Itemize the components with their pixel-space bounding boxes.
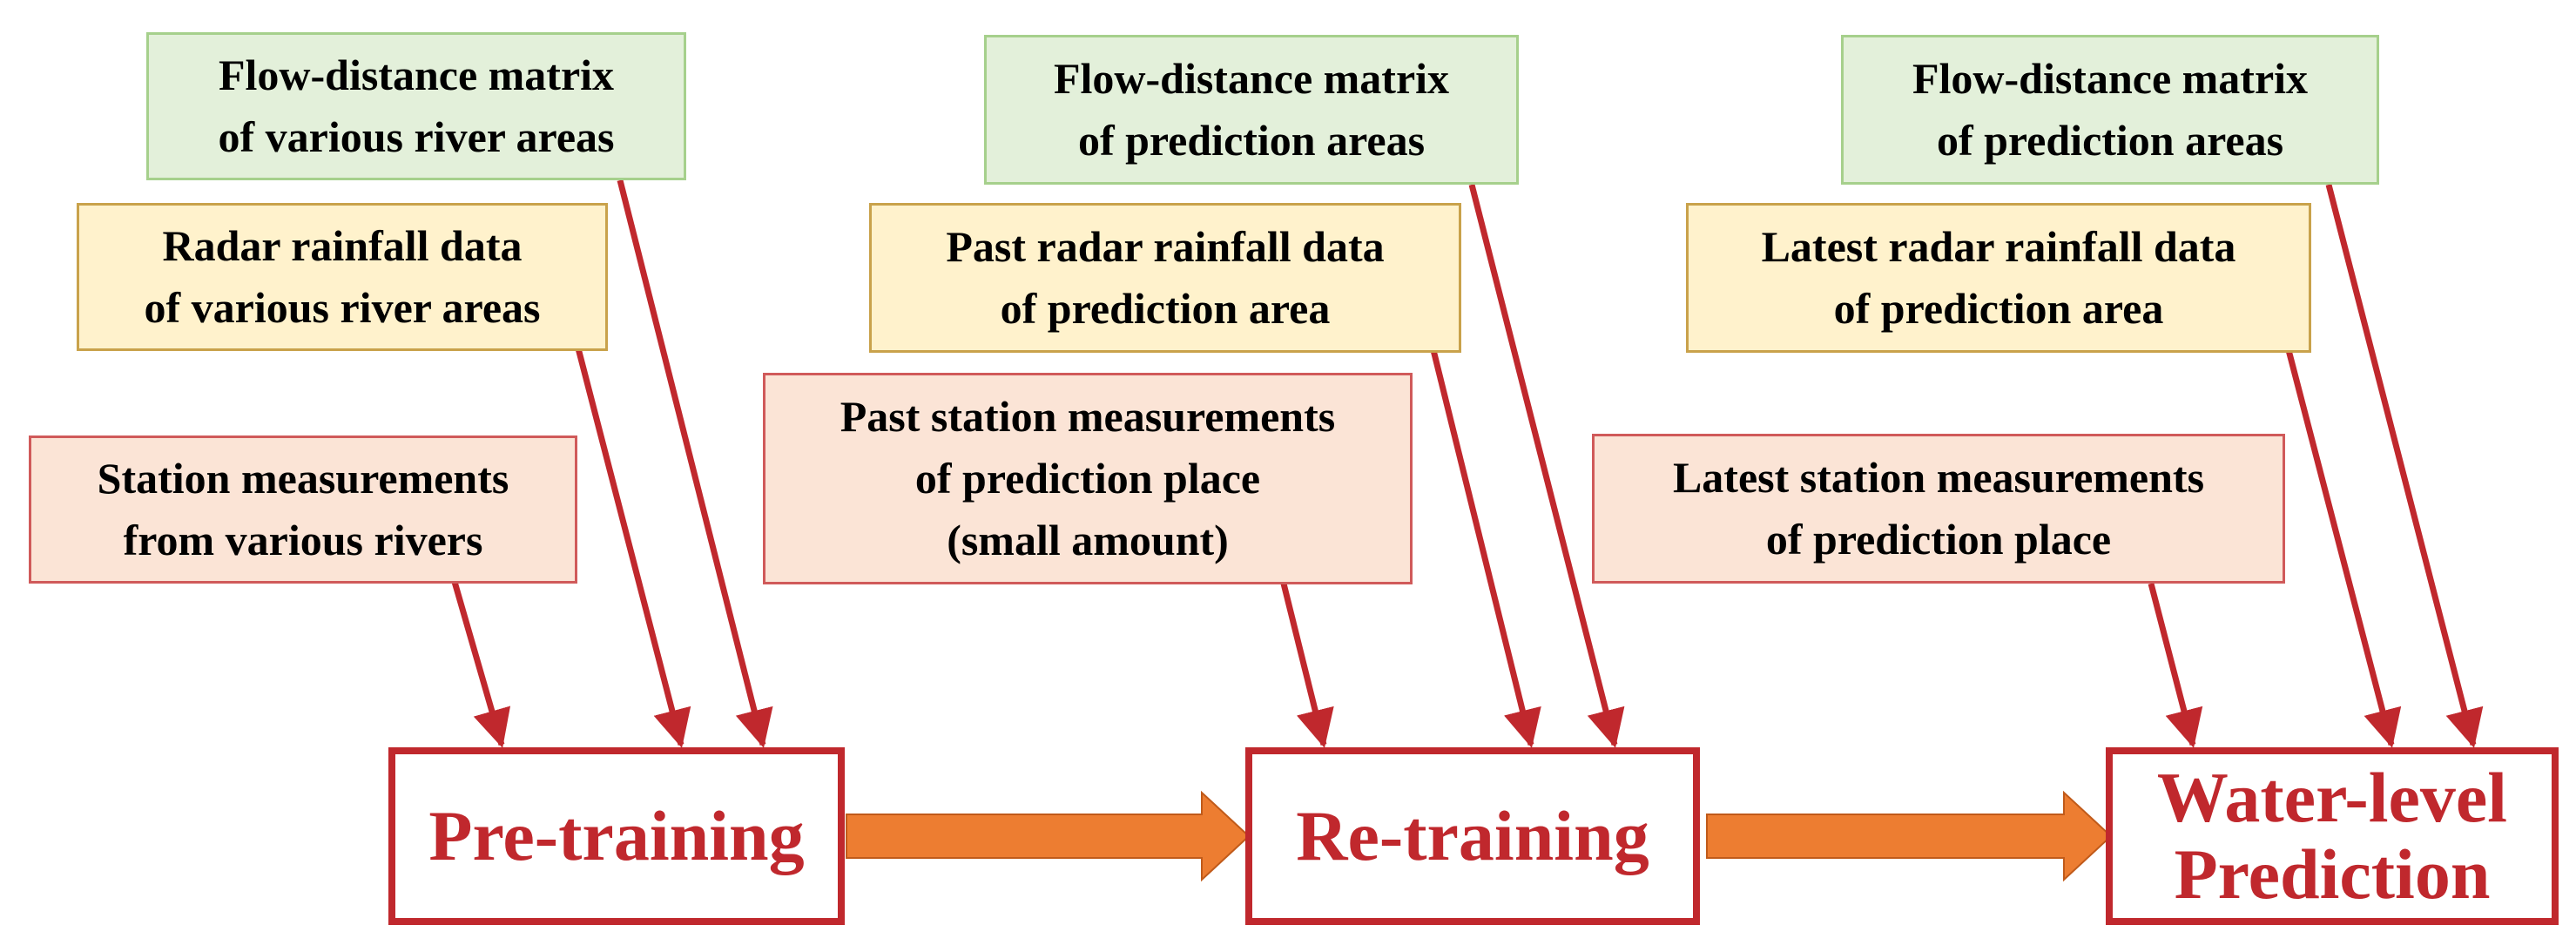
- box-line: Past station measurements: [840, 392, 1336, 441]
- arrow-station-to-retraining: [1280, 583, 1334, 748]
- box-line: of prediction areas: [1077, 116, 1426, 165]
- box-line: of various river areas: [218, 112, 615, 161]
- flow-distance-matrix-prediction-box: Flow-distance matrix of prediction areas: [984, 35, 1519, 185]
- box-line: of prediction area: [1000, 284, 1331, 333]
- arrow-pretraining-to-retraining: [846, 790, 1251, 882]
- past-radar-rainfall-box: Past radar rainfall data of prediction a…: [869, 203, 1461, 353]
- box-line: Flow-distance matrix: [1912, 54, 2309, 103]
- arrow-radar-to-retraining: [1430, 349, 1541, 748]
- water-level-prediction-stage: Water-level Prediction: [2106, 747, 2559, 925]
- stage-label: Water-level: [2156, 758, 2508, 837]
- pre-training-stage: Pre-training: [388, 747, 845, 925]
- arrow-radar-to-prediction: [2285, 349, 2402, 748]
- box-line: of various river areas: [144, 283, 541, 332]
- box-line: of prediction areas: [1936, 116, 2284, 165]
- flow-distance-matrix-various-box: Flow-distance matrix of various river ar…: [146, 32, 686, 180]
- latest-radar-rainfall-box: Latest radar rainfall data of prediction…: [1686, 203, 2311, 353]
- latest-station-measurements-box: Latest station measurements of predictio…: [1592, 434, 2285, 584]
- stage-label: Prediction: [2174, 834, 2491, 914]
- arrow-flow-matrix-to-prediction: [2325, 184, 2484, 748]
- box-line: Flow-distance matrix: [218, 51, 615, 99]
- arrow-radar-to-pretraining: [575, 348, 691, 748]
- box-line: of prediction area: [1833, 284, 2164, 333]
- arrow-flow-matrix-to-pretraining: [617, 179, 773, 748]
- box-line: Radar rainfall data: [162, 221, 523, 270]
- arrow-flow-matrix-to-retraining: [1468, 184, 1625, 748]
- box-line: Latest station measurements: [1672, 453, 2205, 502]
- stage-label: Pre-training: [428, 796, 805, 875]
- box-line: from various rivers: [123, 516, 483, 564]
- box-line: Latest radar rainfall data: [1761, 222, 2236, 271]
- box-line: of prediction place: [914, 454, 1261, 503]
- box-line: Past radar rainfall data: [946, 222, 1385, 271]
- past-station-measurements-box: Past station measurements of prediction …: [763, 373, 1413, 584]
- re-training-stage: Re-training: [1245, 747, 1700, 925]
- stage-label: Re-training: [1296, 796, 1649, 875]
- radar-rainfall-various-box: Radar rainfall data of various river are…: [77, 203, 608, 351]
- flow-distance-matrix-latest-box: Flow-distance matrix of prediction areas: [1841, 35, 2379, 185]
- arrow-retraining-to-prediction: [1706, 790, 2113, 882]
- station-measurements-various-box: Station measurements from various rivers: [29, 435, 577, 584]
- arrow-station-to-prediction: [2148, 583, 2203, 748]
- box-line: Flow-distance matrix: [1053, 54, 1450, 103]
- box-line: Station measurements: [97, 454, 509, 503]
- box-line: (small amount): [947, 516, 1229, 564]
- arrow-station-to-pretraining: [451, 581, 511, 748]
- box-line: of prediction place: [1765, 515, 2112, 564]
